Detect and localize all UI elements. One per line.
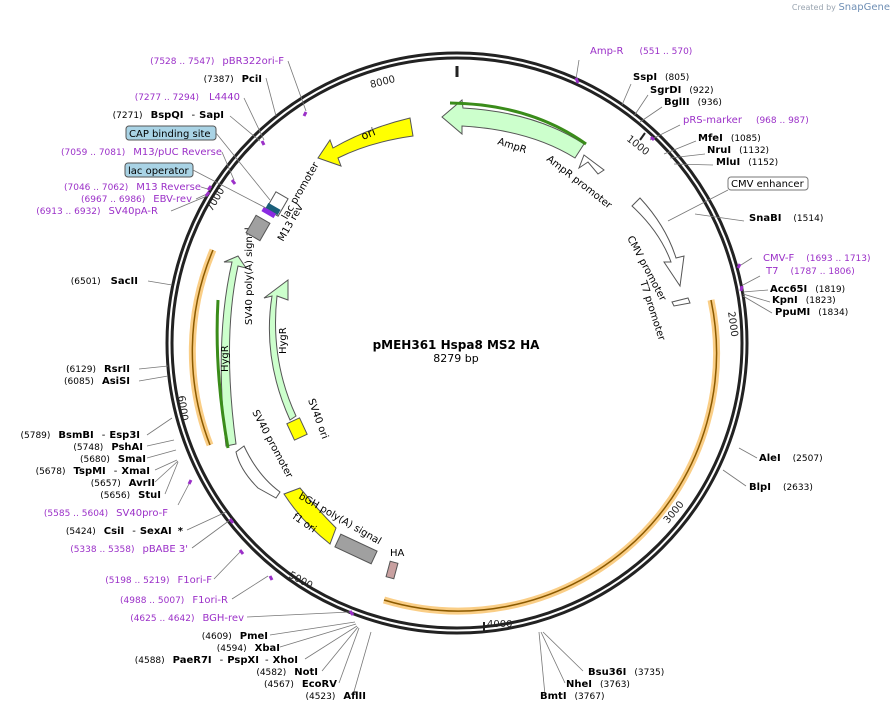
site-mlui[interactable]: MluI(1152) [716,157,778,168]
site-bsmbi[interactable]: (5789)BsmBI-Esp3I [20,430,140,441]
site-smai[interactable]: (5680)SmaI [80,454,146,465]
site-rsrii[interactable]: (6129)RsrII [66,364,130,375]
site-f1ori-r[interactable]: (4988 .. 5007)F1ori-R [120,595,228,606]
site-pbr322ori-f[interactable]: (7528 .. 7547)pBR322ori-F [150,56,284,67]
site-kpni[interactable]: KpnI(1823) [772,295,836,306]
tick-label-8000: 8000 [369,74,396,91]
feature-ha[interactable] [385,560,399,580]
plasmid-size: 8279 bp [433,352,478,365]
site-ebv-rev[interactable]: (6967 .. 6986)EBV-rev [81,194,192,205]
site-labels-right: Amp-R(551 .. 570) SspI(805) SgrDI(922) B… [540,46,871,702]
backbone-inner [170,56,744,630]
site-labels-bottom: (4609)PmeI (4594)XbaI (4588)PaeR7I-PspXI… [135,631,366,702]
feature-bgh-polya[interactable] [334,533,378,565]
site-m13-puc-reverse[interactable]: (7059 .. 7081)M13/pUC Reverse [61,147,222,158]
site-sspi[interactable]: SspI(805) [633,72,689,83]
orange-arc-right-line [383,299,718,612]
feature-ampr-promoter-label: AmpR promoter [544,154,614,212]
feature-hygr-outer-highlight [215,299,230,449]
feature-ampr-highlight [449,101,587,146]
cmv-enhancer-box[interactable] [727,176,809,191]
feature-sv40-ori[interactable] [286,417,308,441]
site-tspmi[interactable]: (5678)TspMI-XmaI [36,466,150,477]
site-amp-r[interactable]: Amp-R(551 .. 570) [590,46,692,57]
lac-operator-mark [261,206,277,219]
site-pcii[interactable]: (7387)PciI [204,74,262,85]
feature-ha-label: HA [390,548,405,559]
feature-m13-rev[interactable] [245,214,271,242]
feature-ampr[interactable] [441,99,585,159]
site-xbai[interactable]: (4594)XbaI [217,643,280,654]
cap-binding-mark [265,202,281,216]
primer-marks [187,77,744,616]
feature-sv40-ori-label: SV40 ori [305,397,330,440]
site-pmei[interactable]: (4609)PmeI [202,631,268,642]
site-noti[interactable]: (4582)NotI [256,667,318,678]
site-f1ori-f[interactable]: (5198 .. 5219)F1ori-F [105,575,212,586]
site-avrii[interactable]: (5657)AvrII [91,478,155,489]
feature-hygr-outer-label: HygR [220,345,231,372]
site-t7[interactable]: T7(1787 .. 1806) [765,266,855,277]
feature-f1-ori[interactable] [283,487,337,545]
site-bglii[interactable]: BglII(936) [664,97,722,108]
site-m13-reverse[interactable]: (7046 .. 7062)M13 Reverse [64,182,201,193]
feature-hygr-outer[interactable] [220,255,248,447]
plasmid-name: pMEH361 Hspa8 MS2 HA [373,338,541,352]
site-l4440[interactable]: (7277 .. 7294)L4440 [135,92,240,103]
site-ecorv[interactable]: (4567)EcoRV [264,679,337,690]
snapgene-brand: Created by SnapGene [791,2,890,13]
feature-ampr-promoter[interactable] [577,154,605,175]
feature-ori[interactable] [317,117,414,167]
site-nrui[interactable]: NruI(1132) [707,145,769,156]
tick-label-1000: 1000 [624,134,651,158]
site-sv40pa-r[interactable]: (6913 .. 6932)SV40pA-R [36,206,158,217]
leader-lines [138,59,773,696]
site-bmti[interactable]: BmtI(3767) [540,691,604,702]
feature-ampr-label: AmpR [496,136,528,156]
site-nhei[interactable]: NheI(3763) [566,679,630,690]
site-snabi[interactable]: SnaBI(1514) [749,213,823,224]
site-labels-left: (7528 .. 7547)pBR322ori-F (7387)PciI (72… [20,56,284,624]
site-blpi[interactable]: BlpI(2633) [749,482,813,493]
backbone-outer [165,51,749,635]
site-pshai[interactable]: (5748)PshAI [73,442,143,453]
tick-label-4000: 4000 [487,619,512,630]
feature-hygr-inner[interactable] [263,279,297,421]
site-bgh-rev[interactable]: (4625 .. 4642)BGH-rev [130,613,244,624]
feature-sv40-polya-label: SV40 poly(A) signal [244,227,255,325]
boxed-labels: CMV enhancer CAP binding site lac operat… [124,125,809,209]
orange-arc-left-line [191,249,214,446]
site-alei[interactable]: AleI(2507) [759,453,823,464]
feature-hygr-inner-label: HygR [278,327,289,354]
site-bspqi[interactable]: (7271)BspQI-SapI [113,110,224,121]
feature-sv40-promoter[interactable] [235,445,281,499]
cmv-enhancer-label: CMV enhancer [731,179,805,190]
site-mfei[interactable]: MfeI(1085) [698,133,761,144]
site-pbabe3[interactable]: (5338 .. 5358)pBABE 3' [70,544,188,555]
tick-label-6000: 6000 [175,395,189,422]
site-prs-marker[interactable]: pRS-marker(968 .. 987) [683,115,809,126]
cap-binding-label: CAP binding site [129,129,211,140]
site-acc65i[interactable]: Acc65I(1819) [770,284,845,295]
site-sacii[interactable]: (6501)SacII [71,276,138,287]
site-asisi[interactable]: (6085)AsiSI [64,376,130,387]
lac-operator-label: lac operator [128,166,189,177]
feature-t7-promoter[interactable] [671,297,691,307]
feature-cmv-promoter[interactable] [631,197,685,288]
site-aflii[interactable]: (4523)AflII [305,691,366,702]
tick-1000 [639,132,646,141]
site-bsu36i[interactable]: Bsu36I(3735) [588,667,664,678]
site-ppumi[interactable]: PpuMI(1834) [775,307,848,318]
feature-ori-label: ori [359,125,377,142]
site-csii[interactable]: (5424)CsiI-SexAI* [66,526,184,537]
tick-label-2000: 2000 [725,311,739,338]
site-sgrdi[interactable]: SgrDI(922) [650,85,714,96]
site-sv40pro-f[interactable]: (5585 .. 5604)SV40pro-F [44,508,168,519]
site-cmv-f[interactable]: CMV-F(1693 .. 1713) [763,253,871,264]
site-paer7i[interactable]: (4588)PaeR7I-PspXI-XhoI [135,655,298,666]
site-stui[interactable]: (5656)StuI [100,490,161,501]
